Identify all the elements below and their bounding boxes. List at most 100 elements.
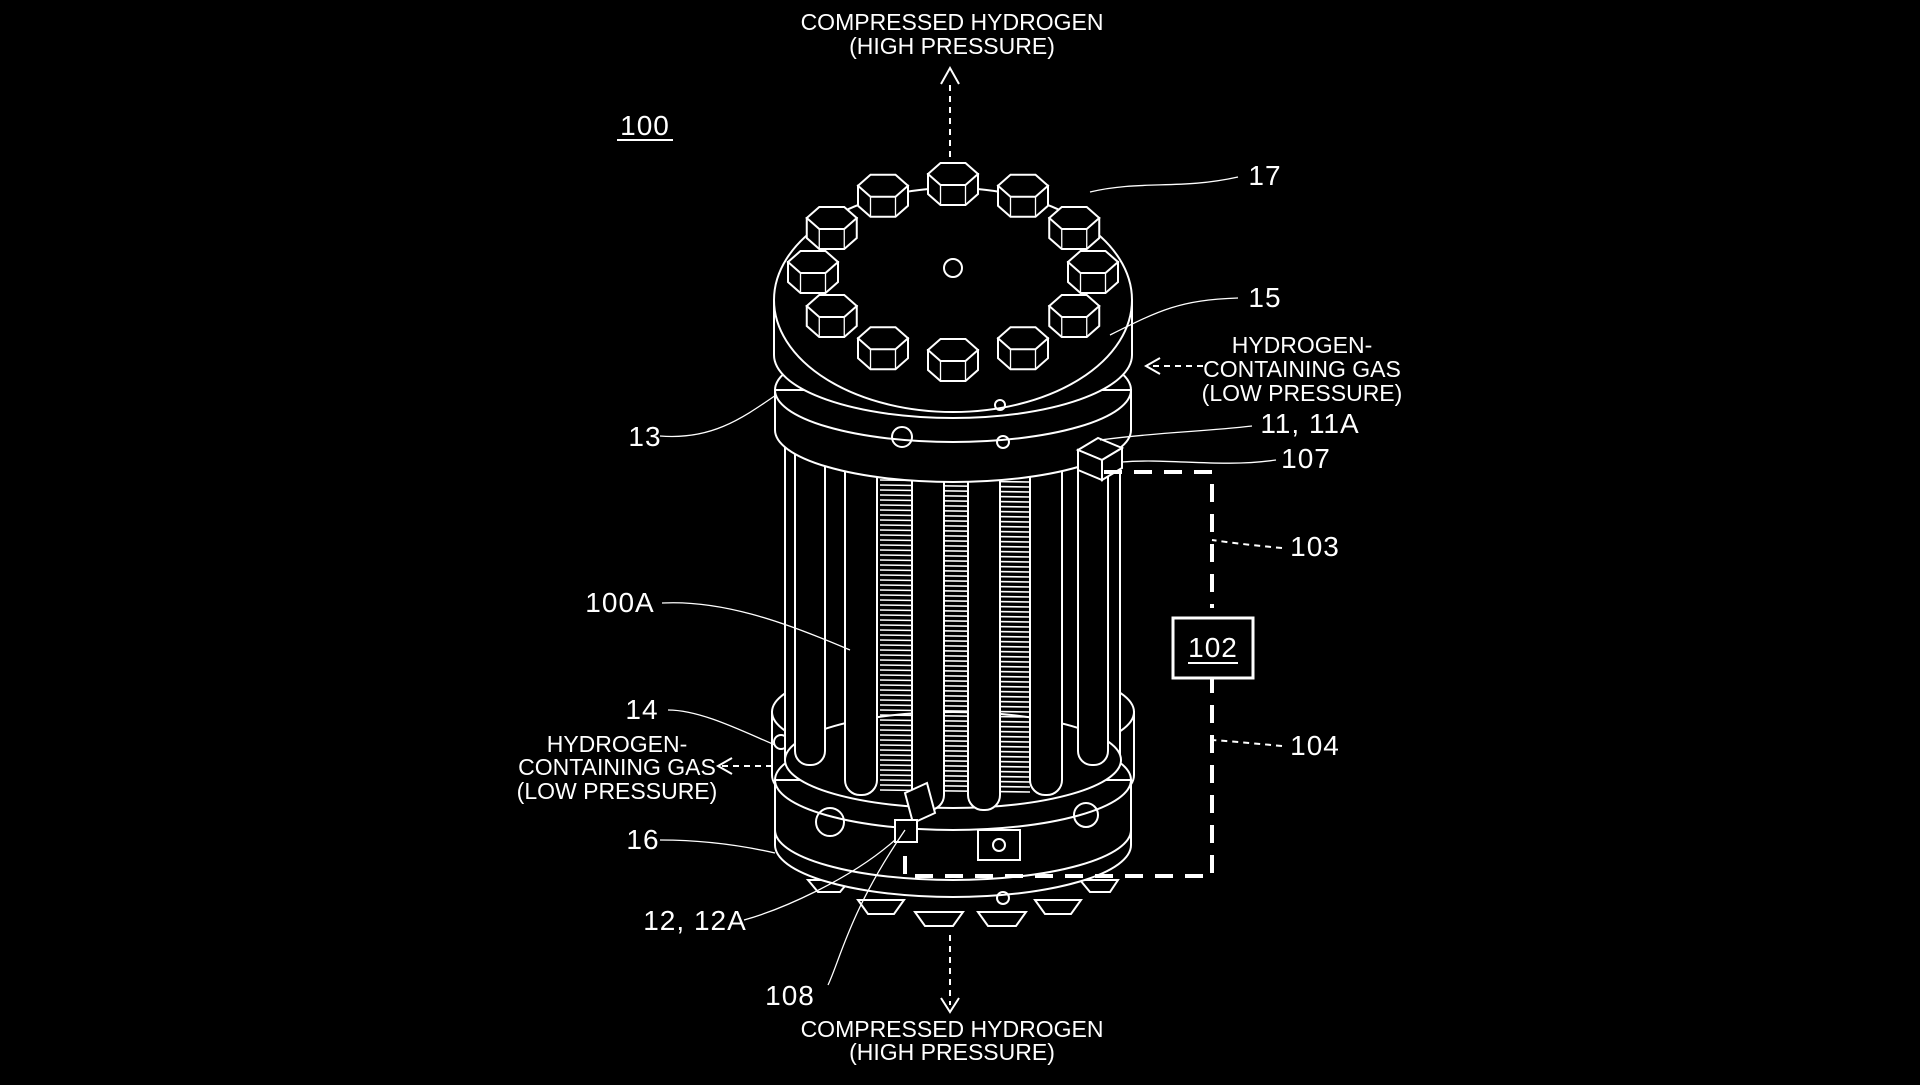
left-input-arrow (715, 757, 772, 775)
bolt-icon (926, 338, 980, 382)
cell-stripe (879, 639, 1031, 643)
cell-stripe (879, 624, 1031, 628)
ref-top-end-plate: 15 (1248, 282, 1281, 313)
left-input-label-line1: HYDROGEN- (547, 731, 688, 757)
cell-stripe (879, 749, 1031, 753)
cell-stripe (879, 494, 1031, 498)
bolt-icon (805, 294, 859, 338)
cell-stripe (879, 634, 1031, 638)
bottom-bolts (805, 879, 1120, 927)
cell-stripe (879, 714, 1031, 718)
cell-stripe (879, 729, 1031, 733)
bolt-icon (786, 250, 840, 294)
cell-stripe (879, 614, 1031, 618)
cell-stripe (879, 599, 1031, 603)
cell-stripe (879, 554, 1031, 558)
bolt-icon (805, 206, 859, 250)
ref-bolts: 17 (1248, 160, 1281, 191)
cell-stripe (879, 734, 1031, 738)
cell-stripe (879, 764, 1031, 768)
controller-label: 102 (1188, 632, 1238, 663)
bottom-output-arrow (940, 935, 960, 1014)
bolt-icon (1047, 294, 1101, 338)
cell-stripe (879, 499, 1031, 503)
ref-anode-terminal: 11, 11A (1260, 408, 1359, 439)
ref-sensor-top: 107 (1281, 443, 1331, 474)
top-output-label-line1: COMPRESSED HYDROGEN (801, 9, 1104, 35)
cell-stripe (879, 654, 1031, 658)
cell-stripe (879, 569, 1031, 573)
cell-stripe (879, 504, 1031, 508)
cell-stripe (879, 579, 1031, 583)
bolt-icon (1066, 250, 1120, 294)
cell-stripe (879, 789, 1031, 793)
cell-stripe (879, 609, 1031, 613)
cell-stripe (879, 784, 1031, 788)
left-input-label-line3: (LOW PRESSURE) (517, 778, 718, 804)
cathode-terminal (894, 781, 937, 843)
control-wiring (903, 470, 1214, 878)
right-input-arrow (1143, 357, 1203, 375)
cell-stripe (879, 619, 1031, 623)
cell-stripe (879, 774, 1031, 778)
cell-stripe (879, 559, 1031, 563)
leader-lines (659, 176, 1283, 986)
right-input-label-line2: CONTAINING GAS (1203, 356, 1401, 382)
bottom-output-label-line2: (HIGH PRESSURE) (849, 1039, 1055, 1065)
cell-stripe (879, 689, 1031, 693)
bottom-output-label-line1: COMPRESSED HYDROGEN (801, 1016, 1104, 1042)
top-bolts (786, 162, 1120, 382)
cell-stripe (879, 519, 1031, 523)
cell-stripe (879, 574, 1031, 578)
cell-stripe (879, 489, 1031, 493)
cell-stripe (879, 759, 1031, 763)
ref-top-holder: 13 (628, 421, 661, 452)
cell-stripe (879, 694, 1031, 698)
device-label: 100 (620, 110, 670, 141)
cell-stripe (879, 534, 1031, 538)
cell-stripe (879, 744, 1031, 748)
cell-stripe (879, 669, 1031, 673)
anode-terminal (1075, 436, 1125, 482)
cell-stripe (879, 684, 1031, 688)
bolt-icon (996, 173, 1050, 218)
cell-stripe (879, 659, 1031, 663)
bolt-icon (926, 162, 980, 206)
cell-stripe (879, 549, 1031, 553)
cell-stripe (879, 629, 1031, 633)
top-output-arrow (940, 65, 960, 168)
ref-bottom-end-plate: 16 (626, 824, 659, 855)
cell-stripe (879, 539, 1031, 543)
controller-box: 102 (1171, 616, 1255, 680)
cell-stripe (879, 779, 1031, 783)
cell-stripe (879, 564, 1031, 568)
cell-stripe (879, 544, 1031, 548)
cell-stripe (879, 719, 1031, 723)
cell-stripe (879, 709, 1031, 713)
cell-stripe (879, 674, 1031, 678)
bolt-icon (856, 173, 910, 218)
cell-stripe (879, 584, 1031, 588)
tie-rods (794, 419, 1109, 811)
left-input-label-line2: CONTAINING GAS (518, 754, 716, 780)
cell-stripe (879, 699, 1031, 703)
right-input-label-line3: (LOW PRESSURE) (1202, 380, 1403, 406)
cell-stripe (879, 754, 1031, 758)
cell-stripe (879, 509, 1031, 513)
cell-stripe (879, 664, 1031, 668)
cell-stripe (879, 649, 1031, 653)
right-input-label-line1: HYDROGEN- (1232, 332, 1373, 358)
top-output-label-line2: (HIGH PRESSURE) (849, 33, 1055, 59)
ref-bottom-holder: 14 (625, 694, 658, 725)
ref-cathode-terminal: 12, 12A (643, 905, 747, 936)
cell-stripe (879, 524, 1031, 528)
cell-stripe (879, 679, 1031, 683)
cell-stripe (879, 724, 1031, 728)
cell-stripe (879, 529, 1031, 533)
ref-wire-bottom: 104 (1290, 730, 1340, 761)
bolt-icon (996, 326, 1050, 371)
cell-stripe (879, 769, 1031, 773)
cell-stripe (879, 514, 1031, 518)
